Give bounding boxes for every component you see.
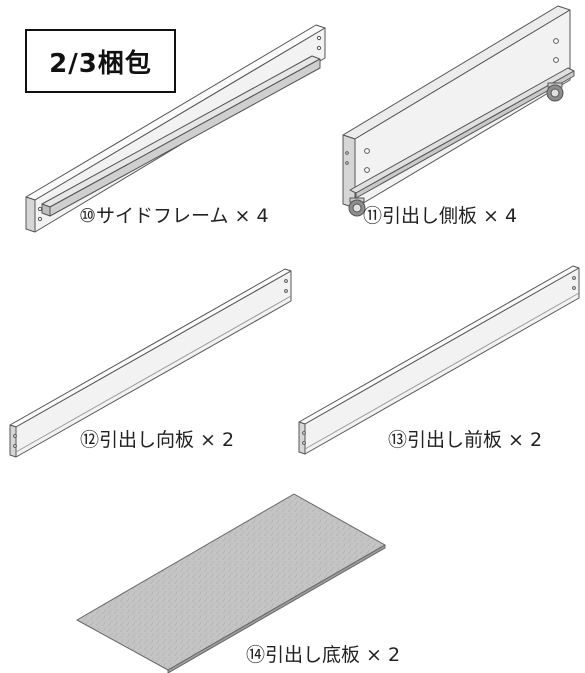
part-label-drawer-front-board: ⑬引出し前板 × 2 <box>388 429 543 451</box>
package-badge: 2/3梱包 <box>25 29 176 93</box>
part-label-drawer-bottom-board: ⑭引出し底板 × 2 <box>246 644 401 666</box>
part-label-drawer-back-board: ⑫引出し向板 × 2 <box>80 429 235 451</box>
part-12-drawer-back-board <box>9 268 292 458</box>
part-13-drawer-front-board <box>298 265 580 455</box>
part-label-side-frame: ⑩サイドフレーム × 4 <box>79 205 269 227</box>
part-10-side-frame <box>25 24 326 233</box>
part-11-drawer-side-panel <box>342 5 575 217</box>
part-14-drawer-bottom-board <box>76 493 386 673</box>
part-label-drawer-side-panel: ⑪引出し側板 × 4 <box>363 205 518 227</box>
caster-back <box>546 82 564 102</box>
caster-front <box>348 197 366 217</box>
